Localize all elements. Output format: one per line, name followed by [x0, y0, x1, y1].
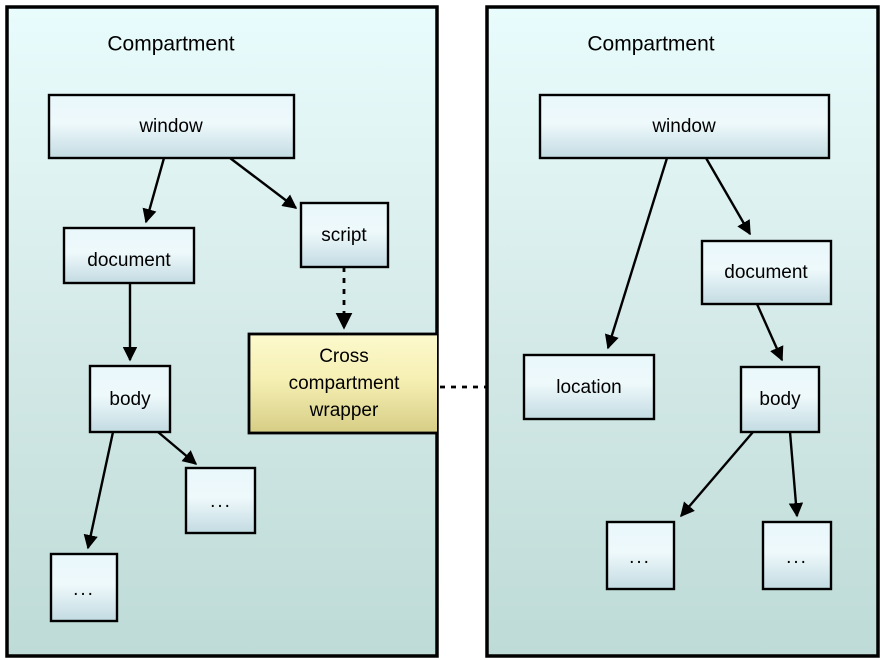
wrapper-label-line-3: wrapper [309, 400, 379, 421]
node-window-right-box[interactable] [538, 93, 831, 160]
node-body-right[interactable]: body [739, 365, 821, 434]
node-dots-left-2-label: ... [73, 579, 95, 600]
wrapper-label-line-1: Cross [319, 346, 369, 367]
node-document-left-label: document [87, 250, 171, 271]
node-dots-right-2-label: ... [786, 547, 808, 568]
edge-window-to-document-right [704, 157, 752, 236]
edge-body-to-dots-right-2 [788, 431, 804, 518]
left-compartment-edges [83, 157, 353, 550]
right-compartment-edges [604, 157, 804, 518]
node-body-left-label: body [109, 389, 151, 410]
node-dots-left-1-label: ... [210, 491, 232, 512]
node-script-left[interactable]: script [299, 201, 390, 269]
node-body-right-label: body [759, 389, 801, 410]
node-location-right-label: location [556, 377, 622, 398]
node-body-right-box[interactable] [739, 365, 821, 434]
node-cross-compartment-wrapper[interactable]: Cross compartment wrapper [247, 332, 451, 435]
edge-body-to-dots-right-1 [680, 431, 754, 518]
node-document-right[interactable]: document [700, 239, 833, 306]
right-compartment-title: Compartment [587, 33, 714, 56]
node-dots-left-2[interactable]: ... [49, 552, 119, 623]
wrapper-label-line-2: compartment [289, 373, 401, 394]
node-document-left[interactable]: document [62, 226, 196, 285]
node-body-left-box[interactable] [88, 364, 172, 434]
node-dots-left-1[interactable]: ... [184, 466, 257, 535]
edge-document-to-body-right [755, 303, 784, 362]
node-cross-compartment-wrapper-box[interactable] [247, 332, 451, 435]
node-dots-left-1-box[interactable] [184, 466, 257, 535]
edge-window-to-document [142, 157, 166, 224]
right-compartment: Compartment window document location [485, 5, 880, 658]
node-dots-right-1-label: ... [629, 547, 651, 568]
node-window-left-label: window [138, 116, 203, 137]
edge-body-to-dots-1 [157, 431, 198, 465]
left-compartment: Compartment window document [5, 5, 451, 658]
node-window-right[interactable]: window [538, 93, 831, 160]
node-window-left-box[interactable] [47, 93, 296, 160]
node-dots-right-1-box[interactable] [605, 520, 676, 591]
node-document-right-box[interactable] [700, 239, 833, 306]
node-location-right[interactable]: location [522, 353, 656, 421]
edge-window-to-location [604, 157, 669, 350]
node-document-right-label: document [724, 262, 808, 283]
node-document-left-box[interactable] [62, 226, 196, 285]
node-dots-right-2-box[interactable] [761, 520, 833, 591]
node-dots-right-1[interactable]: ... [605, 520, 676, 591]
node-script-left-label: script [321, 225, 367, 246]
node-location-right-box[interactable] [522, 353, 656, 421]
node-window-left[interactable]: window [47, 93, 296, 160]
node-window-right-label: window [651, 116, 716, 137]
node-dots-left-2-box[interactable] [49, 552, 119, 623]
edge-body-to-dots-2 [83, 431, 115, 550]
node-script-left-box[interactable] [299, 201, 390, 269]
node-body-left[interactable]: body [88, 364, 172, 434]
edge-window-to-script [229, 157, 298, 209]
node-dots-right-2[interactable]: ... [761, 520, 833, 591]
left-compartment-title: Compartment [107, 33, 234, 56]
